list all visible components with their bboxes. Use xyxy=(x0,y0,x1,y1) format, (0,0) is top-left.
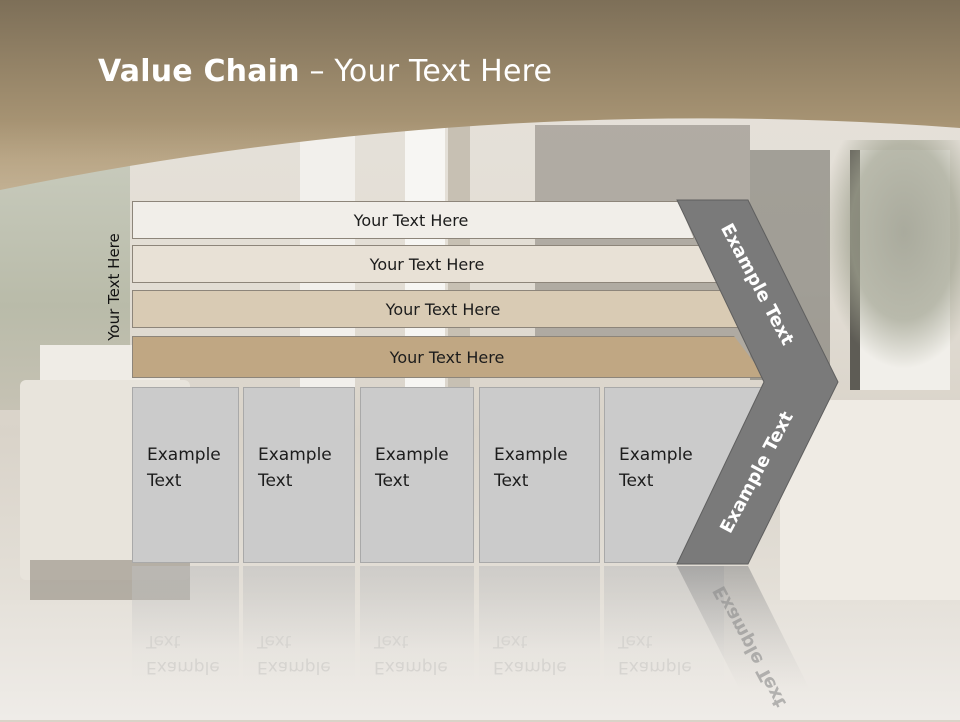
value-bar-1[interactable]: Your Text Here xyxy=(132,201,694,239)
column-reflection: Example Text xyxy=(132,566,239,686)
activity-label: Example Text xyxy=(494,445,568,491)
side-label-container: Your Text Here xyxy=(104,233,124,482)
activity-label: Example Text xyxy=(258,445,332,491)
value-bar-label: Your Text Here xyxy=(385,299,501,319)
side-label[interactable]: Your Text Here xyxy=(105,233,123,341)
reflection-label: Example Text xyxy=(146,631,220,677)
column-reflection: Example Text xyxy=(360,566,474,686)
activity-label: Example Text xyxy=(619,445,693,491)
reflection-label: Example Text xyxy=(257,631,331,677)
title-rest: – Your Text Here xyxy=(299,54,553,89)
activity-column-1[interactable]: Example Text xyxy=(132,387,239,563)
slide-title[interactable]: Value Chain – Your Text Here xyxy=(98,54,552,89)
column-reflection: Example Text xyxy=(243,566,355,686)
background-plant xyxy=(820,140,960,370)
chevron-reflection xyxy=(677,566,810,690)
title-bold: Value Chain xyxy=(98,54,300,89)
activity-label: Example Text xyxy=(147,445,221,491)
reflection-label: Example Text xyxy=(374,631,448,677)
value-bar-4[interactable]: Your Text Here xyxy=(132,336,766,378)
value-bar-label: Your Text Here xyxy=(353,210,469,230)
value-bar-label: Your Text Here xyxy=(389,347,505,367)
chevron-shape xyxy=(676,199,839,565)
margin-chevron[interactable] xyxy=(670,196,850,696)
activity-label: Example Text xyxy=(375,445,449,491)
activity-column-3[interactable]: Example Text xyxy=(360,387,474,563)
activity-column-2[interactable]: Example Text xyxy=(243,387,355,563)
value-bar-label: Your Text Here xyxy=(369,254,485,274)
column-reflection: Example Text xyxy=(479,566,600,686)
value-bar-3[interactable]: Your Text Here xyxy=(132,290,758,328)
reflection-label: Example Text xyxy=(493,631,567,677)
value-bar-2[interactable]: Your Text Here xyxy=(132,245,726,283)
activity-column-4[interactable]: Example Text xyxy=(479,387,600,563)
